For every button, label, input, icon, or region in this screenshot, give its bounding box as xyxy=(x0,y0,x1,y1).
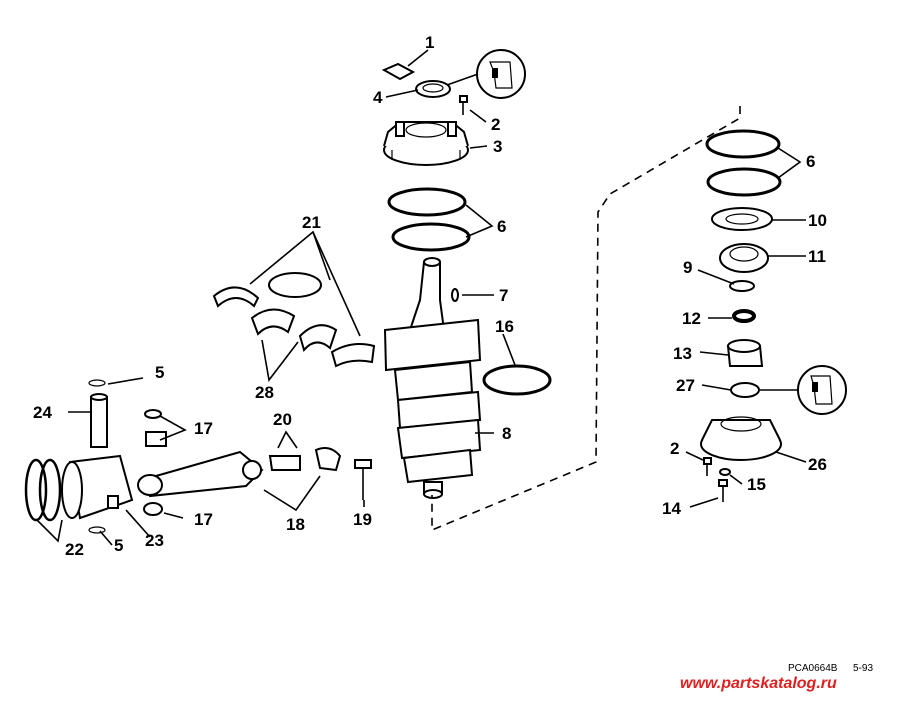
part-10-seal xyxy=(711,207,773,231)
callout-23: 23 xyxy=(145,531,164,550)
callout-10: 10 xyxy=(808,211,827,230)
callout-5b: 5 xyxy=(114,536,123,555)
part-27-seal xyxy=(730,382,760,398)
seal-orientation-callout xyxy=(476,49,526,99)
callout-1: 1 xyxy=(425,33,434,52)
part-2-screw-top xyxy=(459,95,468,115)
part-20-rod-bearing xyxy=(268,447,342,472)
part-18-connecting-rod xyxy=(137,450,264,498)
part-5-pin-lock-bottom xyxy=(88,526,106,534)
callout-6: 6 xyxy=(497,217,506,236)
callout-27: 27 xyxy=(676,376,695,395)
leader-lines xyxy=(36,49,807,546)
part-26-lower-bearing-housing xyxy=(700,416,782,461)
alignment-dashed-lines xyxy=(431,106,741,532)
part-14-screw xyxy=(718,479,728,502)
part-3-upper-bearing-housing xyxy=(383,121,469,166)
callout-2r: 2 xyxy=(670,439,679,458)
part-6-o-rings-center xyxy=(387,187,471,252)
part-8-crankshaft xyxy=(383,257,482,499)
part-7-key xyxy=(451,288,459,302)
callout-24: 24 xyxy=(33,403,52,422)
part-28-needle-bearings xyxy=(250,308,338,353)
callout-28: 28 xyxy=(255,383,274,402)
part-15-washer xyxy=(719,468,731,476)
callout-18: 18 xyxy=(286,515,305,534)
callout-19: 19 xyxy=(353,510,372,529)
part-16-retaining-ring xyxy=(482,364,552,396)
part-2-screw-right xyxy=(703,457,712,476)
part-19-rod-bolt xyxy=(354,459,372,500)
callout-12: 12 xyxy=(682,309,701,328)
callout-2: 2 xyxy=(491,115,500,134)
callout-11: 11 xyxy=(808,247,826,266)
callout-22: 22 xyxy=(65,540,84,559)
part-22-piston-rings xyxy=(24,458,62,522)
callout-3: 3 xyxy=(493,137,502,156)
part-11-ball-bearing xyxy=(719,243,769,273)
callout-7: 7 xyxy=(499,286,508,305)
watermark: www.partskatalog.ru xyxy=(680,675,837,692)
part-1-clip xyxy=(381,62,416,81)
part-6-o-rings-right xyxy=(705,129,782,197)
part-17-bearing-lower xyxy=(143,502,163,516)
callout-26: 26 xyxy=(808,455,827,474)
callout-21: 21 xyxy=(302,213,321,232)
callout-14: 14 xyxy=(662,499,681,518)
part-21-bearing-races xyxy=(212,272,376,368)
part-9-retaining-ring xyxy=(729,280,755,292)
callout-15: 15 xyxy=(747,475,766,494)
part-24-piston-pin xyxy=(90,393,108,448)
callout-9: 9 xyxy=(683,258,692,277)
callout-16: 16 xyxy=(495,317,514,336)
callout-8: 8 xyxy=(502,424,511,443)
callout-20: 20 xyxy=(273,410,292,429)
seal-orientation-callout-right xyxy=(797,365,847,415)
callout-5: 5 xyxy=(155,363,164,382)
part-17-bearing-upper xyxy=(144,409,167,447)
part-13-bearing-race xyxy=(726,339,764,367)
part-5-pin-lock-top xyxy=(88,379,106,387)
callout-13: 13 xyxy=(673,344,692,363)
figure-code: PCA0664B xyxy=(788,663,838,674)
part-23-piston xyxy=(61,454,134,520)
part-12-ring xyxy=(732,309,756,323)
part-4-seal xyxy=(415,80,451,98)
callout-17b: 17 xyxy=(194,510,213,529)
callout-17: 17 xyxy=(194,419,213,438)
callout-6r: 6 xyxy=(806,152,815,171)
figure-date: 5-93 xyxy=(853,663,873,674)
callout-4: 4 xyxy=(373,88,383,107)
